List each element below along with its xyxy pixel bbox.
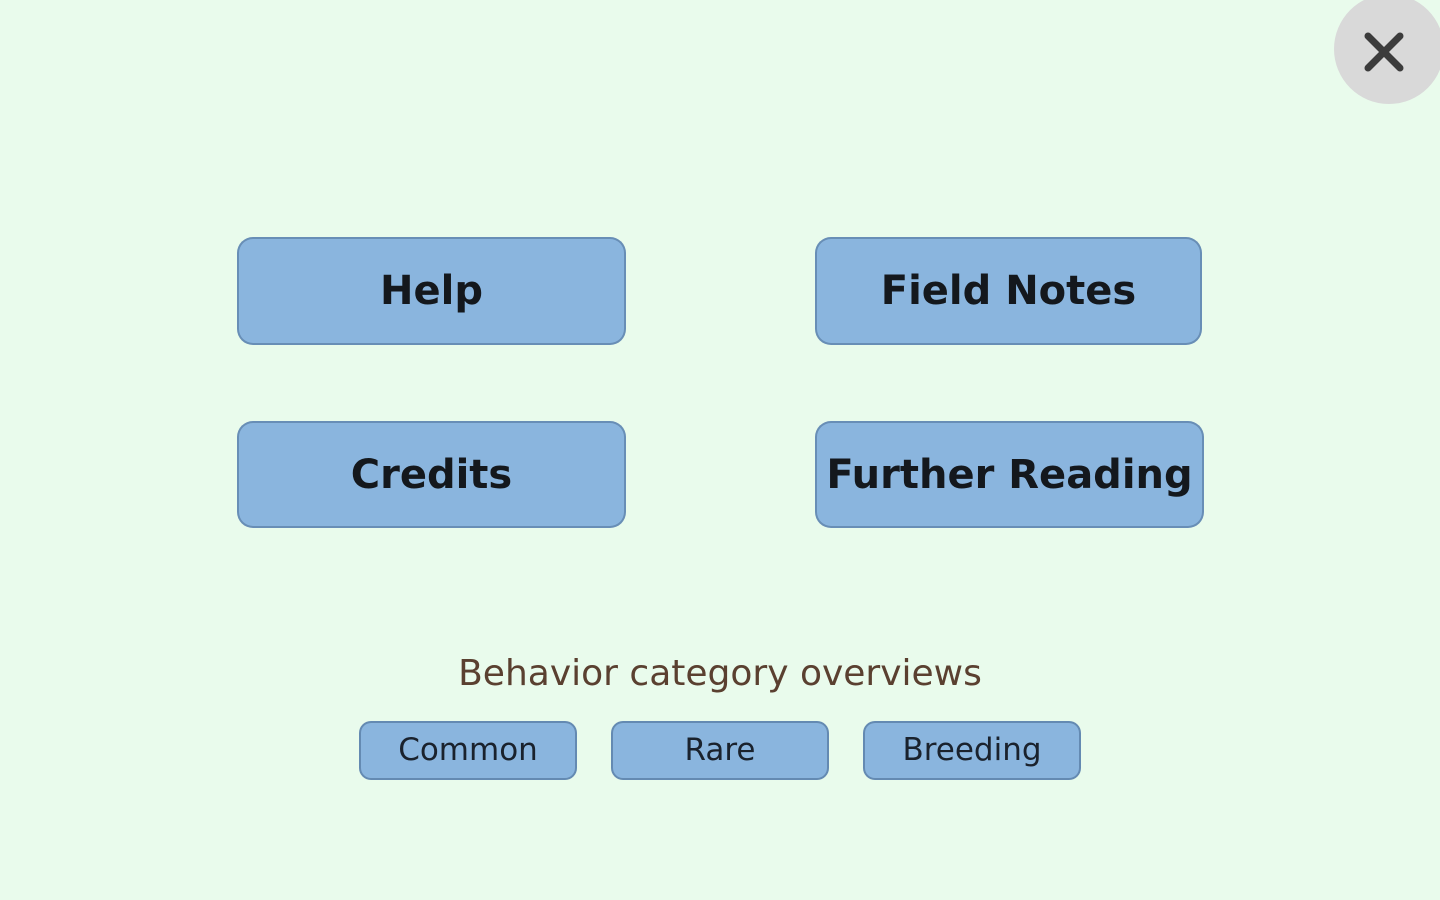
further-reading-button[interactable]: Further Reading [815,421,1204,528]
help-button[interactable]: Help [237,237,626,345]
credits-button[interactable]: Credits [237,421,626,528]
rare-button[interactable]: Rare [611,721,829,780]
behavior-category-row: Common Rare Breeding [0,721,1440,780]
breeding-button[interactable]: Breeding [863,721,1081,780]
close-button[interactable] [1334,0,1440,104]
field-notes-button[interactable]: Field Notes [815,237,1202,345]
common-button[interactable]: Common [359,721,577,780]
close-icon [1361,23,1417,75]
behavior-category-heading: Behavior category overviews [458,653,982,694]
